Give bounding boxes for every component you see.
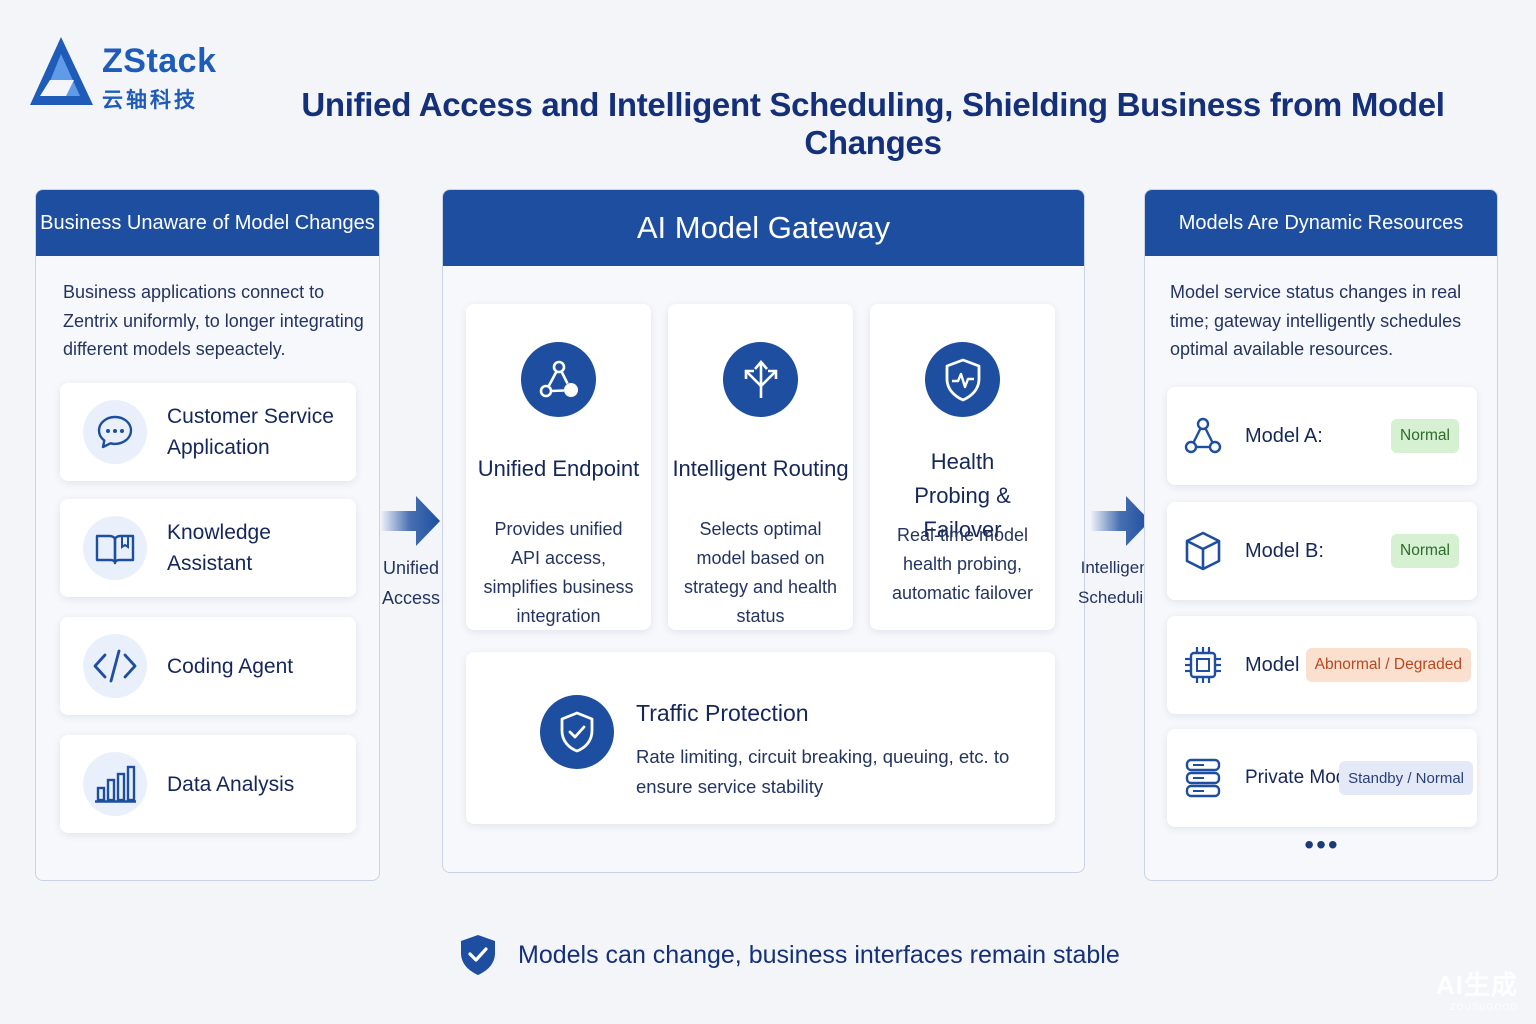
business-panel-description: Business applications connect to Zentrix…: [63, 282, 364, 359]
shield-pulse-icon: [925, 342, 1000, 417]
book-icon: [83, 516, 147, 580]
status-badge: Abnormal / Degraded: [1305, 648, 1471, 682]
app-label: Data Analysis: [167, 772, 295, 796]
footer-banner: Models can change, business interfaces r…: [458, 932, 1120, 978]
server-icon: [1181, 756, 1225, 800]
traffic-description: Rate limiting, circuit breaking, queuing…: [636, 746, 1010, 797]
feature-description: Selects optimal model based on strategy …: [683, 519, 838, 626]
traffic-title: Traffic Protection: [636, 700, 809, 726]
network-nodes-icon: [521, 342, 596, 417]
feature-description: Real-time model health probing, automati…: [891, 525, 1034, 603]
code-icon: [83, 634, 147, 698]
zstack-logo: ZStack 云轴科技: [30, 36, 230, 112]
models-panel-header: Models Are Dynamic Resources: [1145, 190, 1497, 256]
flow-label-line1: Intelligent: [1080, 558, 1154, 577]
model-card-private[interactable]: Private Model: Standby / Normal: [1167, 729, 1477, 827]
arrow-right-icon: [1090, 496, 1150, 546]
app-label: Knowledge Assistant: [167, 521, 271, 575]
watermark: AI生成 ZOUSUGOOD: [1436, 965, 1518, 1012]
models-panel-description: Model service status changes in real tim…: [1170, 282, 1462, 359]
app-label: Coding Agent: [167, 654, 294, 678]
feature-title: Intelligent Routing: [672, 456, 849, 481]
model-card-b[interactable]: Model B: Normal: [1167, 502, 1477, 600]
cube-icon: [1181, 529, 1225, 573]
status-badge: Normal: [1391, 419, 1459, 453]
gateway-panel-header: AI Model Gateway: [443, 190, 1084, 266]
flow-label-line2: Access: [381, 588, 441, 608]
app-label: Customer Service Application: [167, 405, 334, 459]
chip-icon: [1181, 643, 1225, 687]
feature-card-unified-endpoint[interactable]: Unified Endpoint Provides unified API ac…: [466, 304, 651, 630]
feature-card-health-probing[interactable]: Health Probing & Failover Real-time mode…: [870, 304, 1055, 630]
model-label: Model A:: [1245, 424, 1323, 447]
watermark-main: AI生成: [1435, 970, 1518, 1000]
status-badge: Normal: [1391, 534, 1459, 568]
gateway-panel: AI Model Gateway Unified Endpoint Provid…: [442, 189, 1085, 873]
logo-name: ZStack: [102, 42, 217, 80]
footer-text: Models can change, business interfaces r…: [518, 940, 1120, 969]
flow-label-line1: Unified: [382, 558, 440, 578]
app-card-knowledge-assistant[interactable]: Knowledge Assistant: [60, 499, 356, 597]
business-panel-header: Business Unaware of Model Changes: [36, 190, 379, 256]
feature-title: Health Probing & Failover: [914, 449, 1011, 542]
more-models-ellipsis: •••: [1304, 829, 1340, 860]
model-label: Model B:: [1245, 539, 1324, 562]
app-card-coding-agent[interactable]: Coding Agent: [60, 617, 356, 715]
feature-card-intelligent-routing[interactable]: Intelligent Routing Selects optimal mode…: [668, 304, 853, 630]
feature-description: Provides unified API access, simplifies …: [483, 519, 634, 626]
app-card-data-analysis[interactable]: Data Analysis: [60, 735, 356, 833]
watermark-sub: ZOUSUGOOD: [1449, 1002, 1518, 1012]
shield-check-icon: [461, 935, 495, 975]
traffic-protection-card[interactable]: Traffic Protection Rate limiting, circui…: [466, 652, 1055, 824]
shield-check-icon: [540, 695, 614, 769]
status-badge: Standby / Normal: [1339, 761, 1473, 795]
model-label: Private Model:: [1245, 767, 1367, 788]
model-card-c[interactable]: Model C: Abnormal / Degraded: [1167, 616, 1477, 714]
flow-label-line2: Scheduling: [1078, 588, 1163, 607]
logo-mark-icon: [30, 37, 93, 105]
intelligent-scheduling-flow: Intelligent Scheduling: [1078, 494, 1163, 613]
bar-chart-icon: [83, 752, 147, 816]
model-label: Model C:: [1245, 653, 1326, 676]
logo-subtitle: 云轴科技: [102, 89, 198, 112]
app-card-customer-service[interactable]: Customer Service Application: [60, 383, 356, 481]
models-panel: Models Are Dynamic Resources Model servi…: [1144, 189, 1498, 881]
model-card-a[interactable]: Model A: Normal: [1167, 387, 1477, 485]
business-panel: Business Unaware of Model Changes Busine…: [35, 189, 380, 881]
arrow-right-icon: [380, 496, 440, 546]
page-title: Unified Access and Intelligent Schedulin…: [301, 86, 1445, 161]
unified-access-flow: Unified Access: [380, 494, 442, 613]
feature-title: Unified Endpoint: [477, 456, 640, 481]
routing-arrows-icon: [723, 342, 798, 417]
chat-bubble-icon: [83, 400, 147, 464]
network-nodes-icon: [1181, 414, 1225, 458]
